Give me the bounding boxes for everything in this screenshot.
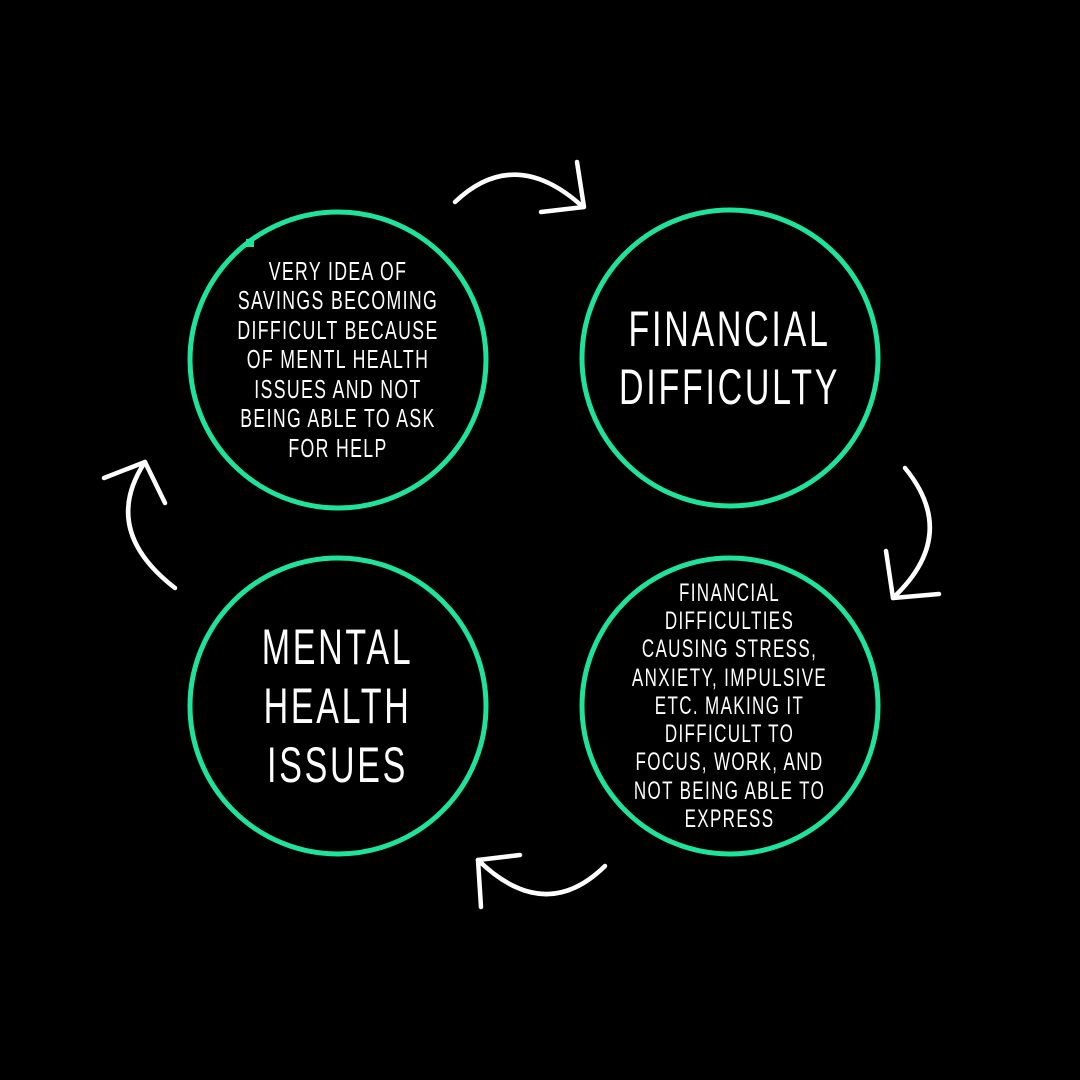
node-top-right: FINANCIAL DIFFICULTY [580, 208, 880, 508]
arrow-left-icon [101, 459, 178, 591]
circle-bottom-right [579, 555, 881, 857]
marker-square [246, 239, 254, 247]
arrow-right-icon [883, 465, 942, 601]
arrow-top-icon [452, 159, 587, 215]
circle-top-left [187, 209, 489, 511]
node-bottom-left-text: MENTAL HEALTH ISSUES [262, 618, 414, 793]
node-bottom-right: FINANCIAL DIFFICULTIES CAUSING STRESS, A… [580, 556, 880, 856]
node-top-left-text: VERY IDEA OF SAVINGS BECOMING DIFFICULT … [237, 255, 439, 463]
circle-bottom-left [187, 555, 489, 857]
node-top-left: VERY IDEA OF SAVINGS BECOMING DIFFICULT … [188, 210, 488, 510]
arrow-bottom-icon [475, 852, 608, 910]
node-bottom-left: MENTAL HEALTH ISSUES [188, 556, 488, 856]
node-bottom-right-text: FINANCIAL DIFFICULTIES CAUSING STRESS, A… [632, 578, 828, 834]
circle-top-right [579, 207, 881, 509]
node-top-right-text: FINANCIAL DIFFICULTY [619, 301, 841, 415]
